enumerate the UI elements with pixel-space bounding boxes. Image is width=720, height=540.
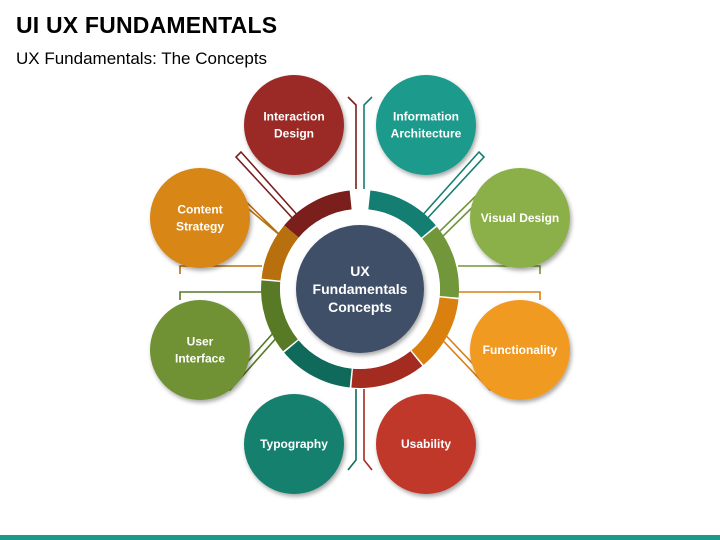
bracket-line [347,96,357,189]
center-ring [261,190,459,388]
page-subtitle: UX Fundamentals: The Concepts [16,49,268,68]
center-core [296,225,424,353]
connector-line [234,150,301,223]
center-label-line: Concepts [328,299,392,315]
connector-line [347,389,357,471]
concept-label-line: Architecture [391,127,462,141]
ring-segment [368,190,436,238]
concept-label-line: Typography [260,437,328,451]
ring-segment [284,190,352,238]
bracket-line [363,96,373,189]
bracket-line [458,265,541,274]
bracket-line [179,291,262,300]
ring-segment [261,280,298,352]
concept-node: Usability [376,394,476,494]
connector-line [363,389,373,471]
concept-label-line: User [187,335,214,349]
concept-circle [244,394,344,494]
concept-circle [470,168,570,268]
concept-label-line: Usability [401,437,451,451]
bracket-line [458,291,541,300]
connector-line [419,150,486,223]
footer-bar [0,535,720,540]
bracket-line [179,265,262,274]
concept-circle [244,75,344,175]
concept-circle [376,75,476,175]
center-label-line: Fundamentals [313,281,408,297]
ring-segment [411,297,459,365]
ring-segment [422,226,459,298]
concept-label-line: Interaction [263,110,324,124]
ring-segment [351,351,423,388]
concept-label-line: Design [274,127,314,141]
concept-label-line: Strategy [176,220,224,234]
concept-label-line: Information [393,110,459,124]
concept-circle [150,168,250,268]
page-title: UI UX FUNDAMENTALS [16,12,278,38]
concept-node: Functionality [470,300,570,400]
concept-circle [470,300,570,400]
ring-segment [261,225,299,281]
concept-label-line: Content [177,203,222,217]
center-label-line: UX [350,263,370,279]
concept-node: Visual Design [470,168,570,268]
concept-circle [150,300,250,400]
concept-label-line: Functionality [483,343,558,357]
ring-segment [284,340,352,388]
concept-node: Typography [244,394,344,494]
concept-label-line: Visual Design [481,211,559,225]
concept-circle [376,394,476,494]
concept-label-line: Interface [175,352,225,366]
